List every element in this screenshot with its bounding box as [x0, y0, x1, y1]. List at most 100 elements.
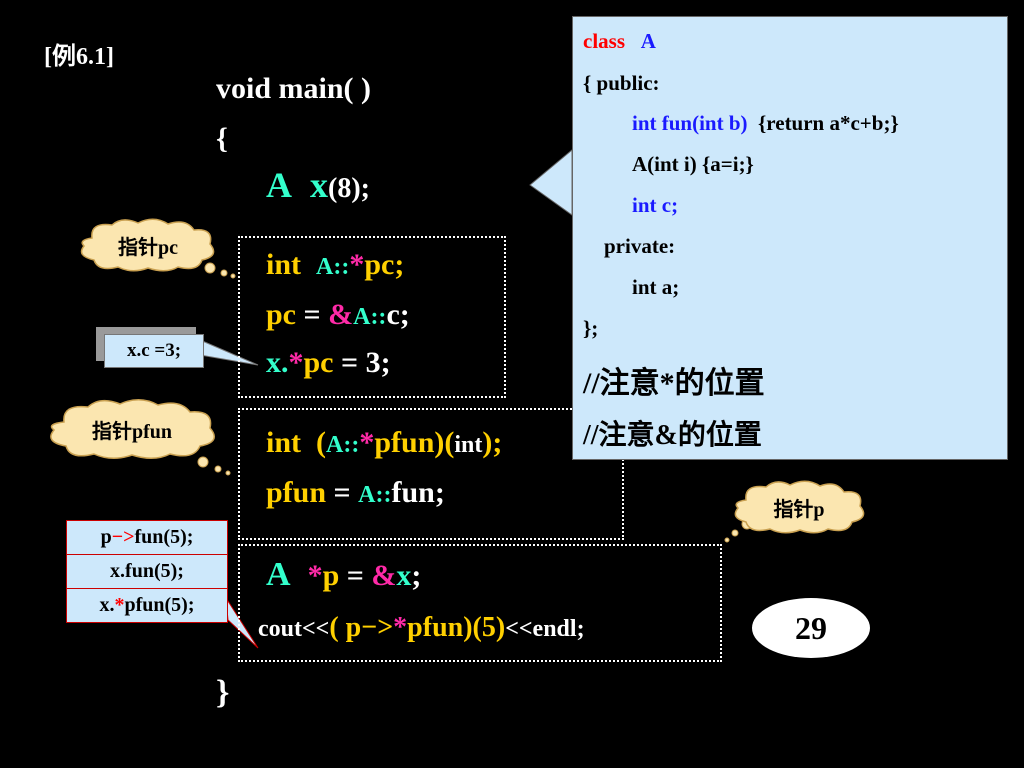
cout-line: cout<<( p−>*pfun)(5)<<endl;: [258, 612, 585, 644]
paren-token: (: [329, 612, 346, 643]
object-token: x.: [99, 594, 115, 616]
pointer-name-token: pfun: [407, 612, 464, 643]
semicolon-token: ;: [411, 559, 422, 592]
cloud-dot: [220, 269, 228, 277]
scope-token: A::: [326, 432, 360, 458]
amp-token: &: [328, 298, 354, 331]
private-line: private:: [604, 234, 676, 258]
equals-token: =: [296, 298, 329, 331]
class-box-pointer: [529, 148, 573, 216]
pointer-name-token: p: [322, 559, 340, 592]
amp-token: &: [371, 559, 397, 592]
pointer-name-token: pfun: [266, 476, 327, 509]
cloud-dot: [230, 273, 236, 279]
pointer-name-token: p: [345, 612, 362, 643]
call-via-object: x.fun(5);: [67, 555, 227, 589]
call-via-member-pointer: x.*pfun(5);: [67, 589, 227, 622]
equivalent-calls-box: p−>fun(5); x.fun(5); x.*pfun(5);: [66, 520, 228, 623]
callout-pointer-p: 指针p: [728, 478, 870, 536]
cloud-dot: [197, 456, 209, 468]
fun-signature: int fun(int b): [632, 111, 748, 135]
class-name-token: A: [266, 556, 291, 593]
cloud-shape-icon: [50, 399, 215, 459]
pc-code-block: [238, 236, 506, 398]
output-result-oval: 29: [752, 598, 870, 658]
main-open-brace: {: [216, 122, 228, 155]
assign-rest-token: = 3;: [333, 346, 391, 379]
fun-body: {return a*c+b;}: [758, 111, 899, 135]
pc-use-line: x.*pc = 3;: [266, 346, 391, 380]
fun-line: int fun(int b) {return a*c+b;}: [632, 111, 899, 136]
arrow-token: −>: [361, 612, 394, 643]
param-token: int: [454, 432, 483, 458]
member-token: fun;: [391, 476, 445, 509]
pfun-code-block: [238, 408, 624, 540]
scope-token: A::: [353, 304, 387, 330]
equals-token: =: [339, 559, 372, 592]
member-a-line: int a;: [632, 275, 680, 299]
paren-token: ): [463, 612, 473, 643]
star-token: *: [288, 346, 304, 379]
class-name-token: A: [266, 165, 292, 205]
star-token: *: [349, 248, 365, 281]
cloud-dot: [731, 529, 739, 537]
callout-pointer-pc: 指针pc: [74, 216, 222, 274]
star-token: *: [359, 426, 375, 459]
member-c-line: int c;: [632, 193, 679, 217]
callout-text: 指针pc: [118, 236, 178, 259]
type-token: int: [266, 426, 302, 459]
ctor-args-token: (8);: [328, 173, 370, 204]
object-token: x.: [266, 346, 289, 379]
arrow-token: −>: [111, 526, 135, 548]
object-token: x: [396, 559, 412, 592]
cloud-dot: [724, 537, 730, 543]
member-token: c;: [386, 298, 410, 331]
cout-token: cout<<: [258, 616, 330, 642]
class-close-line: };: [583, 316, 599, 340]
cloud-shape-icon: [734, 480, 865, 534]
ctor-line: A(int i) {a=i;}: [632, 152, 754, 176]
public-line: { public:: [583, 71, 660, 95]
class-definition-box: class A { public: int fun(int b) {return…: [572, 16, 1008, 460]
call-token: fun(5);: [134, 526, 194, 548]
note-amp-position: //注意&的位置: [583, 420, 762, 451]
scope-token: A::: [316, 254, 350, 280]
type-token: int: [266, 248, 302, 281]
callout-text: 指针pfun: [91, 420, 173, 443]
cloud-dot: [225, 470, 231, 476]
pc-assign-line: pc = &A::c;: [266, 298, 410, 332]
class-keyword: class: [583, 29, 625, 53]
class-header-line: class A: [583, 29, 656, 54]
cloud-dot: [204, 262, 216, 274]
xc-equivalent-tag: x.c =3;: [104, 334, 204, 368]
arg-token: (5): [472, 612, 506, 643]
star-token: *: [393, 612, 408, 643]
star-token: *: [114, 594, 125, 616]
call-via-pointer: p−>fun(5);: [67, 521, 227, 555]
star-token: *: [307, 559, 323, 592]
p-decl-line: A *p = &x;: [266, 556, 421, 594]
object-name-token: x: [310, 165, 328, 205]
pfun-assign-line: pfun = A::fun;: [266, 476, 445, 510]
main-signature: void main( ): [216, 72, 372, 105]
call-token: pfun(5);: [124, 594, 195, 616]
equals-token: =: [326, 476, 359, 509]
pointer-token: p: [100, 526, 112, 548]
pointer-name-token: pfun)(: [374, 426, 455, 459]
cloud-dot: [214, 465, 222, 473]
note-star-position: //注意*的位置: [583, 367, 765, 400]
pointer-name-token: pc: [266, 298, 296, 331]
object-declaration: A x(8);: [266, 164, 370, 206]
pointer-name-token: pc;: [364, 248, 405, 281]
callout-text: 指针p: [773, 498, 825, 521]
class-name: A: [640, 29, 656, 53]
pointer-name-token: pc: [303, 346, 334, 379]
pfun-decl-line: int (A::*pfun)(int);: [266, 426, 502, 460]
main-close-brace: }: [216, 674, 230, 711]
example-label: [例6.1]: [44, 44, 114, 70]
paren-token: );: [482, 426, 503, 459]
scope-token: A::: [358, 482, 392, 508]
callout-pointer-pfun: 指针pfun: [42, 396, 222, 462]
paren-token: (: [316, 426, 327, 459]
cloud-shape-icon: [80, 218, 215, 272]
